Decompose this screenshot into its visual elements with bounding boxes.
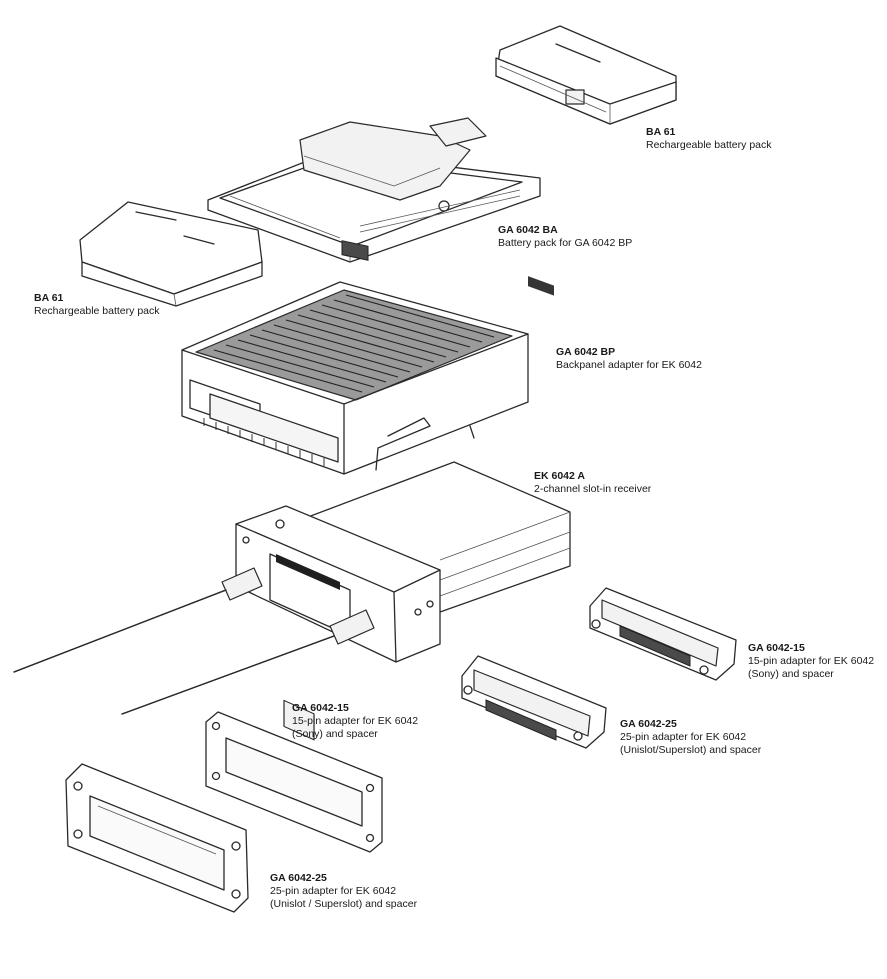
callout-description-line2: (Unislot / Superslot) and spacer bbox=[270, 898, 418, 910]
battery-pack-ba61-top bbox=[495, 25, 677, 296]
callout-description-line2: (Sony) and spacer bbox=[292, 728, 378, 740]
battery-adapter-ga6042ba bbox=[207, 117, 541, 263]
callout-code: EK 6042 A bbox=[534, 470, 585, 482]
callout-code: GA 6042-25 bbox=[270, 872, 327, 884]
callout-description-line2: (Sony) and spacer bbox=[748, 668, 834, 680]
backpanel-adapter-ga6042bp bbox=[181, 281, 529, 475]
spacer-ga604225 bbox=[65, 763, 249, 913]
callout-ga604225-right: GA 6042-25 25-pin adapter for EK 6042 (U… bbox=[620, 718, 761, 757]
callout-description: Rechargeable battery pack bbox=[34, 305, 160, 317]
spacer-ga604215 bbox=[205, 711, 383, 853]
callout-code: BA 61 bbox=[646, 126, 676, 138]
callout-description-line2: (Unislot/Superslot) and spacer bbox=[620, 744, 762, 756]
callout-ga604215-left: GA 6042-15 15-pin adapter for EK 6042 (S… bbox=[292, 702, 418, 741]
callout-code: GA 6042 BA bbox=[498, 224, 558, 236]
callout-description: 2-channel slot-in receiver bbox=[534, 483, 652, 495]
adapter-ga604225-right bbox=[461, 655, 607, 749]
callout-description: 25-pin adapter for EK 6042 bbox=[270, 885, 397, 897]
callout-code: GA 6042-15 bbox=[748, 642, 805, 654]
callout-code: GA 6042-15 bbox=[292, 702, 349, 714]
callout-code: BA 61 bbox=[34, 292, 64, 304]
receiver-ek6042a bbox=[13, 461, 571, 741]
callout-ga604215-right: GA 6042-15 15-pin adapter for EK 6042 (S… bbox=[748, 642, 874, 681]
adapter-ga604215-right bbox=[589, 587, 737, 681]
callout-ek6042a: EK 6042 A 2-channel slot-in receiver bbox=[534, 470, 651, 496]
callout-ba61-top: BA 61 Rechargeable battery pack bbox=[646, 126, 772, 152]
callout-description: Battery pack for GA 6042 BP bbox=[498, 237, 633, 249]
callout-description: Backpanel adapter for EK 6042 bbox=[556, 359, 702, 371]
battery-pack-ba61-left bbox=[79, 201, 263, 307]
callout-description: 15-pin adapter for EK 6042 bbox=[292, 715, 419, 727]
callout-code: GA 6042 BP bbox=[556, 346, 616, 358]
callout-description: 15-pin adapter for EK 6042 bbox=[748, 655, 875, 667]
callout-description: 25-pin adapter for EK 6042 bbox=[620, 731, 747, 743]
callout-ga604225-left: GA 6042-25 25-pin adapter for EK 6042 (U… bbox=[270, 872, 417, 911]
callout-code: GA 6042-25 bbox=[620, 718, 677, 730]
callout-ga6042bp: GA 6042 BP Backpanel adapter for EK 6042 bbox=[556, 346, 702, 372]
callout-ba61-left: BA 61 Rechargeable battery pack bbox=[34, 292, 160, 318]
callout-ga6042ba: GA 6042 BA Battery pack for GA 6042 BP bbox=[498, 224, 632, 250]
callout-description: Rechargeable battery pack bbox=[646, 139, 772, 151]
